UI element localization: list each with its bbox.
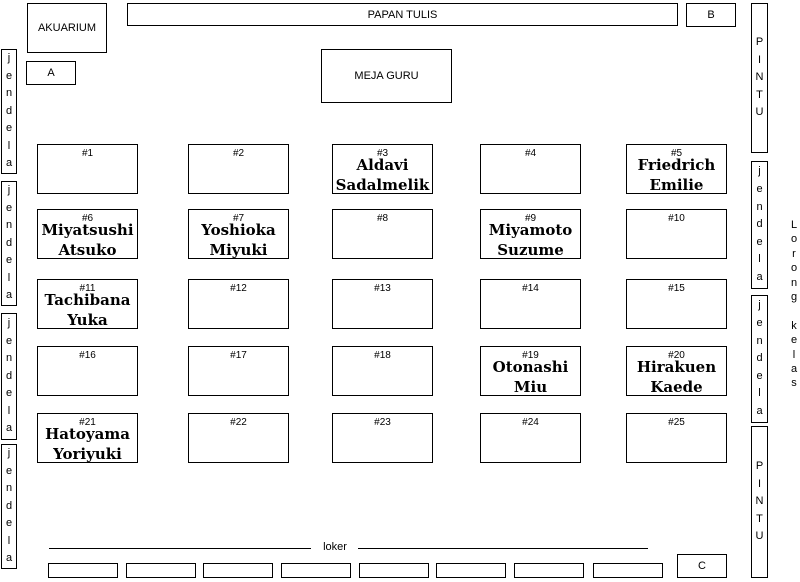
marker-c: C <box>677 554 727 578</box>
desk-number: #3 <box>376 148 389 159</box>
locker <box>593 563 663 578</box>
desk-number: #10 <box>668 213 685 224</box>
locker <box>203 563 273 578</box>
desk-18: #18 <box>332 346 433 396</box>
locker <box>281 563 351 578</box>
desk-10: #10 <box>626 209 727 259</box>
desk-14: #14 <box>480 279 581 329</box>
desk-2: #2 <box>188 144 289 194</box>
blackboard-label: PAPAN TULIS <box>367 8 438 21</box>
desk-17: #17 <box>188 346 289 396</box>
teacher-desk: MEJA GURU <box>321 49 452 103</box>
desk-12: #12 <box>188 279 289 329</box>
marker-c-label: C <box>698 560 706 572</box>
desk-1: #1 <box>37 144 138 194</box>
locker <box>126 563 196 578</box>
desk-number: #22 <box>230 417 247 428</box>
locker-line-left <box>49 548 311 549</box>
desk-number: #11 <box>79 283 96 294</box>
desk-8: #8 <box>332 209 433 259</box>
desk-number: #18 <box>374 350 391 361</box>
desk-number: #17 <box>230 350 247 361</box>
aquarium-label: AKUARIUM <box>37 22 97 34</box>
desk-number: #25 <box>668 417 685 428</box>
locker-label: loker <box>323 541 347 553</box>
locker <box>359 563 429 578</box>
desk-24: #24 <box>480 413 581 463</box>
locker <box>436 563 506 578</box>
blackboard: PAPAN TULIS <box>127 3 678 26</box>
desk-23: #23 <box>332 413 433 463</box>
locker <box>514 563 584 578</box>
marker-b: B <box>686 3 736 27</box>
desk-number: #14 <box>522 283 539 294</box>
desk-number: #8 <box>376 213 389 224</box>
locker-line-right <box>358 548 648 549</box>
desk-25: #25 <box>626 413 727 463</box>
desk-number: #24 <box>522 417 539 428</box>
desk-number: #19 <box>522 350 539 361</box>
desk-16: #16 <box>37 346 138 396</box>
desk-4: #4 <box>480 144 581 194</box>
desk-number: #16 <box>79 350 96 361</box>
desk-number: #9 <box>524 213 537 224</box>
marker-a-label: A <box>47 67 55 79</box>
desk-number: #13 <box>374 283 391 294</box>
desk-15: #15 <box>626 279 727 329</box>
desk-22: #22 <box>188 413 289 463</box>
teacher-desk-label: MEJA GURU <box>354 70 419 82</box>
desk-number: #5 <box>670 148 683 159</box>
aquarium: AKUARIUM <box>27 3 107 53</box>
desk-number: #21 <box>79 417 96 428</box>
locker <box>48 563 118 578</box>
marker-b-label: B <box>707 9 715 21</box>
desk-number: #15 <box>668 283 685 294</box>
desk-number: #7 <box>232 213 245 224</box>
desk-number: #12 <box>230 283 247 294</box>
desk-number: #4 <box>524 148 537 159</box>
desk-number: #20 <box>668 350 685 361</box>
desk-number: #2 <box>232 148 245 159</box>
desk-13: #13 <box>332 279 433 329</box>
desk-number: #1 <box>81 148 94 159</box>
desk-number: #23 <box>374 417 391 428</box>
desk-number: #6 <box>81 213 94 224</box>
marker-a: A <box>26 61 76 85</box>
